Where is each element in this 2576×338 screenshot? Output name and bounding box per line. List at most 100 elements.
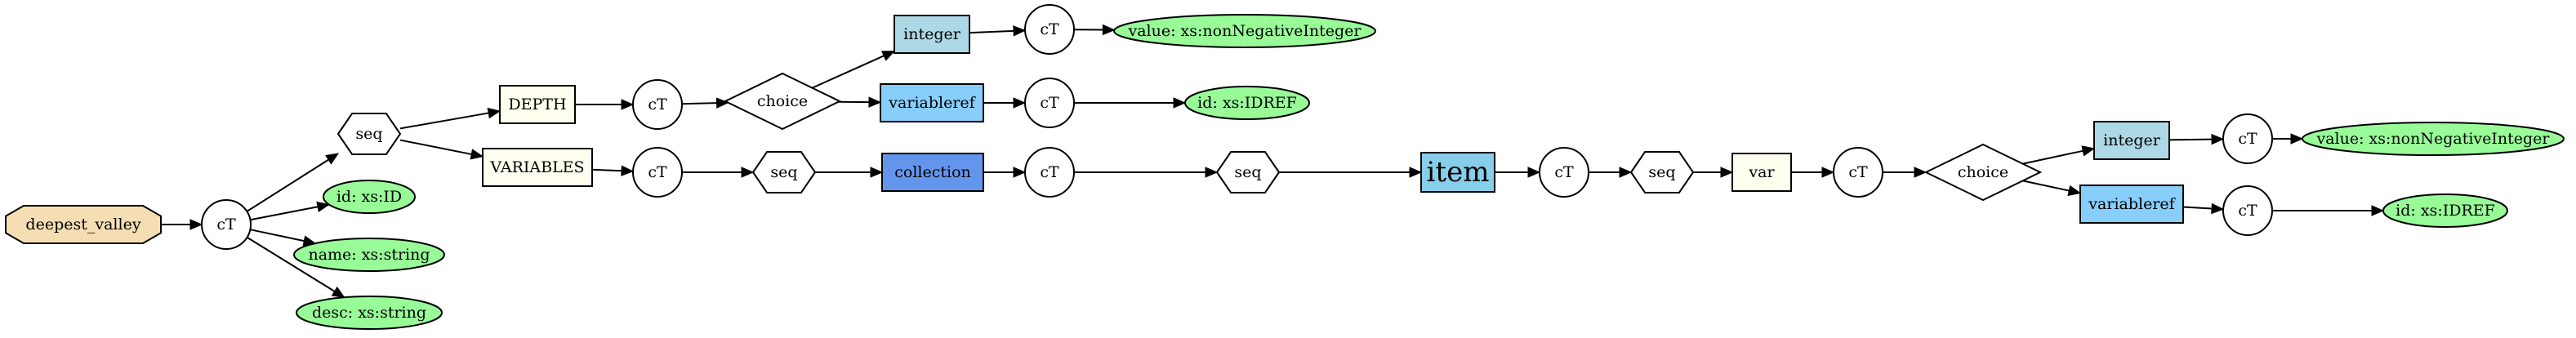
node-idref1[interactable]: id: xs:IDREF <box>1184 86 1310 120</box>
node-label: cT <box>648 163 667 181</box>
arrowhead-icon <box>487 107 501 119</box>
node-label: cT <box>2238 130 2257 148</box>
edge-ct7-to-seq4 <box>1589 167 1633 178</box>
node-label: desc: xs:string <box>312 304 426 322</box>
node-ct10[interactable]: cT <box>2222 185 2273 236</box>
node-seq3[interactable]: seq <box>1215 151 1281 193</box>
arrowhead-icon <box>621 165 635 176</box>
node-label: integer <box>903 25 961 43</box>
node-label: seq <box>1648 163 1675 181</box>
node-ct7[interactable]: cT <box>1539 147 1589 198</box>
arrowhead-icon <box>1619 167 1633 178</box>
edge-choice2-to-varref2 <box>2022 180 2082 197</box>
node-choice2[interactable]: choice <box>1923 143 2043 202</box>
node-varref2[interactable]: variableref <box>2079 185 2184 224</box>
node-ct1[interactable]: cT <box>201 199 252 250</box>
arrowhead-icon <box>2067 185 2082 197</box>
node-attr_name[interactable]: name: xs:string <box>293 238 445 272</box>
node-label: id: xs:IDREF <box>1197 94 1297 112</box>
node-label: cT <box>1040 94 1059 112</box>
node-label: seq <box>1234 163 1261 181</box>
edge-varref2-to-ct10 <box>2182 202 2225 215</box>
circle-node-icon <box>2222 185 2273 236</box>
arrowhead-icon <box>881 51 896 61</box>
edge-seq1-to-variables <box>399 139 484 160</box>
edge-ct5-to-idref1 <box>1074 97 1187 109</box>
node-value2[interactable]: value: xs:nonNegativeInteger <box>2302 122 2565 156</box>
node-ct4[interactable]: cT <box>1024 4 1075 55</box>
node-ct2[interactable]: cT <box>632 79 683 130</box>
node-integer2[interactable]: integer <box>2093 121 2170 160</box>
ellipse-node-icon <box>293 238 445 272</box>
arrowhead-icon <box>2371 205 2385 216</box>
edge-ct4-to-value1 <box>1073 24 1116 36</box>
node-label: cT <box>2238 202 2257 220</box>
node-label: cT <box>1848 163 1868 181</box>
arrowhead-icon <box>1821 167 1835 178</box>
edge-line <box>2182 206 2213 210</box>
node-ct3[interactable]: cT <box>632 147 683 198</box>
node-label: value: xs:nonNegativeInteger <box>2316 130 2551 148</box>
node-seq2[interactable]: seq <box>751 151 817 193</box>
node-var[interactable]: var <box>1731 153 1792 192</box>
edge-integer2-to-ct9 <box>2168 133 2225 145</box>
node-label: integer <box>2103 131 2161 149</box>
node-choice1[interactable]: choice <box>723 72 842 131</box>
circle-node-icon <box>2222 113 2273 164</box>
arrowhead-icon <box>715 97 729 109</box>
node-varref1[interactable]: variableref <box>880 83 984 122</box>
node-ct8[interactable]: cT <box>1833 147 1883 198</box>
node-seq4[interactable]: seq <box>1629 151 1695 193</box>
arrowhead-icon <box>1102 24 1116 36</box>
hexagon-node-icon <box>751 151 817 193</box>
node-label: seq <box>355 125 382 143</box>
node-label: seq <box>770 163 797 181</box>
node-variables[interactable]: VARIABLES <box>482 148 593 187</box>
node-root[interactable]: deepest_valley <box>5 205 162 244</box>
circle-node-icon <box>1539 147 1589 198</box>
edge-collection-to-ct6 <box>983 167 1027 178</box>
diamond-node-icon <box>1923 143 2043 202</box>
arrowhead-icon <box>621 99 635 110</box>
arrowhead-icon <box>1914 167 1928 178</box>
node-idref2[interactable]: id: xs:IDREF <box>2382 193 2508 228</box>
hexagon-node-icon <box>1629 151 1695 193</box>
node-value1[interactable]: value: xs:nonNegativeInteger <box>1113 14 1376 48</box>
edge-line <box>250 229 305 242</box>
box-node-icon <box>881 153 984 192</box>
circle-node-icon <box>1024 78 1075 128</box>
edge-root-to-ct1 <box>161 219 203 230</box>
node-depth[interactable]: DEPTH <box>499 85 576 124</box>
node-ct9[interactable]: cT <box>2222 113 2273 164</box>
node-label: item <box>1427 156 1490 189</box>
arrowhead-icon <box>1720 167 1734 178</box>
box-node-icon <box>499 85 576 124</box>
node-attr_desc[interactable]: desc: xs:string <box>296 296 443 330</box>
node-attr_id1[interactable]: id: xs:ID <box>323 180 416 214</box>
ellipse-node-icon <box>296 296 443 330</box>
node-label: VARIABLES <box>489 158 584 176</box>
edge-varref1-to-ct5 <box>983 97 1027 109</box>
arrowhead-icon <box>1527 167 1541 178</box>
node-label: name: xs:string <box>308 246 430 264</box>
box-node-icon <box>2079 185 2184 224</box>
node-label: id: xs:ID <box>336 188 402 206</box>
node-ct5[interactable]: cT <box>1024 78 1075 128</box>
arrowhead-icon <box>741 167 755 178</box>
node-label: cT <box>1040 20 1059 38</box>
edge-integer1-to-ct4 <box>969 25 1027 37</box>
node-label: choice <box>1958 163 2008 181</box>
edge-ct1-to-attr_desc <box>247 236 345 298</box>
arrowhead-icon <box>331 286 345 298</box>
node-collection[interactable]: collection <box>881 153 984 192</box>
node-seq1[interactable]: seq <box>336 113 402 155</box>
arrowhead-icon <box>189 219 203 230</box>
circle-node-icon <box>1024 147 1075 198</box>
node-ct6[interactable]: cT <box>1024 147 1075 198</box>
node-integer1[interactable]: integer <box>894 15 970 54</box>
arrowhead-icon <box>1013 25 1027 37</box>
node-item[interactable]: item <box>1420 152 1495 193</box>
ellipse-node-icon <box>1184 86 1310 120</box>
arrowhead-icon <box>470 149 484 160</box>
node-label: var <box>1748 163 1775 181</box>
